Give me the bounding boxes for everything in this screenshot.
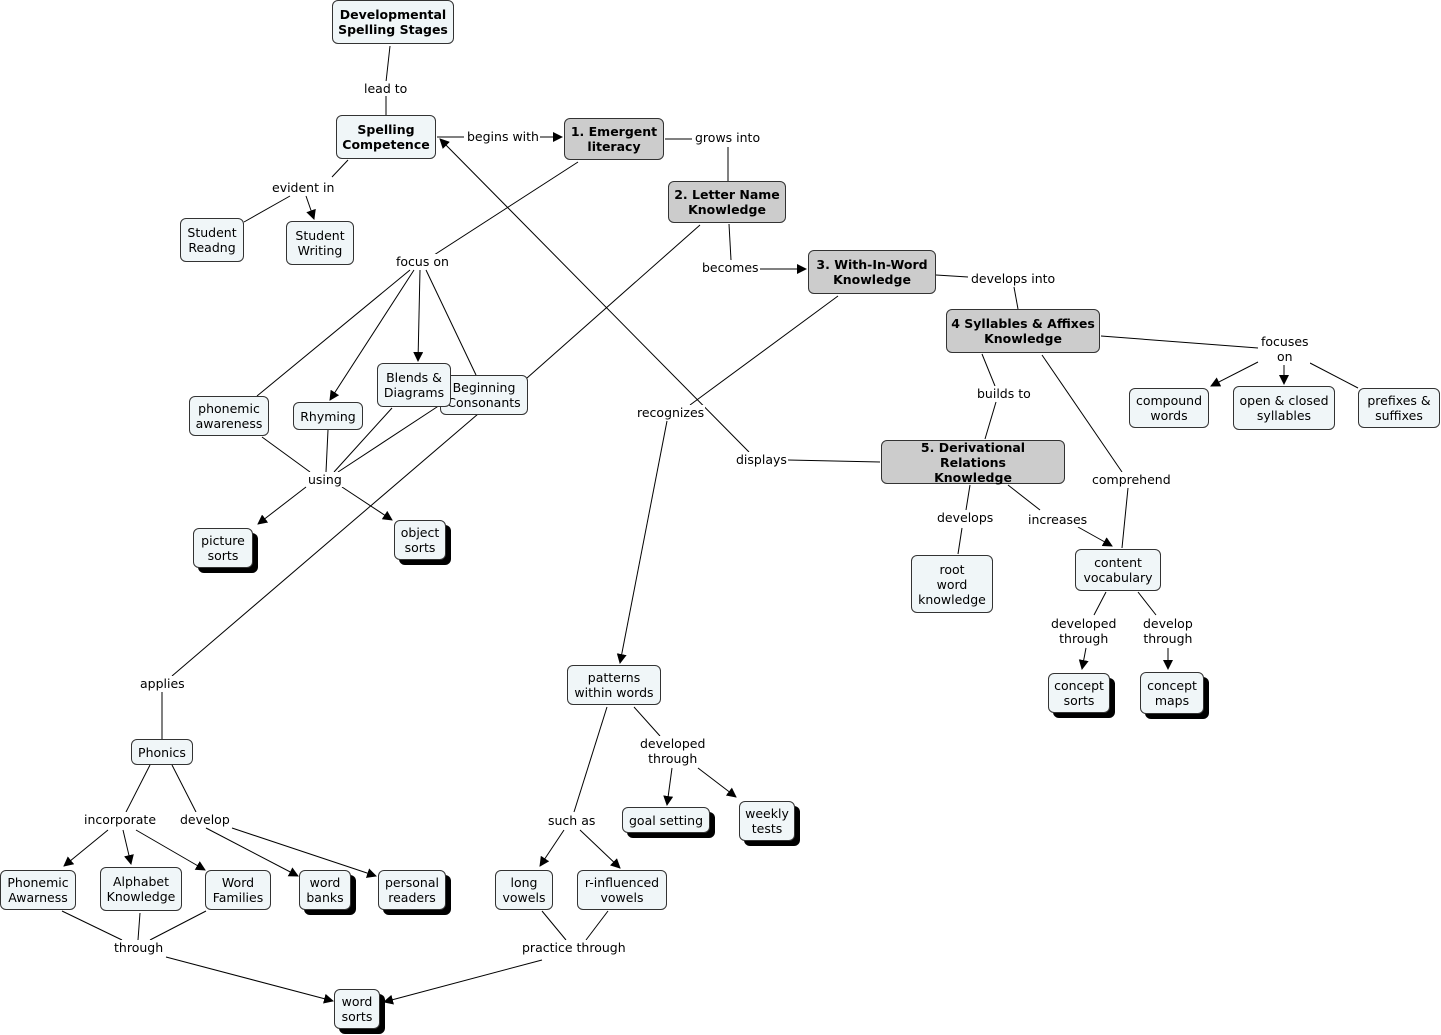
concept-alphabet-knowledge[interactable]: Alphabet Knowledge: [100, 867, 182, 911]
concept-word-families[interactable]: Word Families: [205, 870, 271, 910]
concept-word-banks[interactable]: word banks: [299, 870, 351, 910]
link-practice-through: practice through: [521, 940, 627, 955]
link-grows-into: grows into: [694, 130, 762, 145]
link-incorporate: incorporate: [83, 812, 158, 827]
link-focus-on: focus on: [395, 254, 450, 269]
concept-picture-sorts[interactable]: picture sorts: [193, 528, 253, 568]
concept-personal-readers[interactable]: personal readers: [378, 870, 446, 910]
link-focuses-on: focuses on: [1260, 334, 1310, 364]
concept-rhyming[interactable]: Rhyming: [293, 402, 363, 430]
concept-concept-sorts[interactable]: concept sorts: [1048, 673, 1110, 713]
link-evident-in: evident in: [271, 180, 336, 195]
concept-with-in-word-knowledge[interactable]: 3. With-In-Word Knowledge: [808, 250, 936, 294]
concept-phonemic-awareness[interactable]: phonemic awareness: [189, 396, 269, 436]
concept-content-vocabulary[interactable]: content vocabulary: [1075, 549, 1161, 591]
link-builds-to: builds to: [976, 386, 1032, 401]
link-develop-through: develop through: [1142, 616, 1194, 646]
link-using: using: [307, 472, 343, 487]
concept-object-sorts[interactable]: object sorts: [394, 520, 446, 560]
concept-phonics[interactable]: Phonics: [131, 739, 193, 765]
concept-goal-setting[interactable]: goal setting: [622, 807, 710, 833]
link-developed-through-vocab: developed through: [1050, 616, 1118, 646]
concept-developmental-spelling-stages[interactable]: Developmental Spelling Stages: [332, 0, 454, 44]
link-displays: displays: [735, 452, 788, 467]
concept-open-closed-syllables[interactable]: open & closed syllables: [1233, 386, 1335, 430]
concept-blends-diagrams[interactable]: Blends & Diagrams: [377, 363, 451, 407]
link-develops: develops: [936, 510, 995, 525]
link-increases: increases: [1027, 512, 1089, 527]
concept-root-word-knowledge[interactable]: root word knowledge: [911, 555, 993, 613]
concept-derivational-relations-knowledge[interactable]: 5. Derivational Relations Knowledge: [881, 440, 1065, 485]
concept-letter-name-knowledge[interactable]: 2. Letter Name Knowledge: [668, 181, 786, 223]
link-through: through: [113, 940, 165, 955]
link-develops-into: develops into: [970, 271, 1057, 286]
concept-prefixes-suffixes[interactable]: prefixes & suffixes: [1358, 388, 1440, 428]
concept-word-sorts[interactable]: word sorts: [334, 989, 380, 1029]
concept-weekly-tests[interactable]: weekly tests: [739, 801, 795, 841]
concept-emergent-literacy[interactable]: 1. Emergent literacy: [564, 118, 664, 160]
link-comprehend: comprehend: [1091, 472, 1172, 487]
concept-r-influenced-vowels[interactable]: r-influenced vowels: [577, 870, 667, 910]
concept-student-readng[interactable]: Student Readng: [180, 218, 244, 262]
link-lead-to: lead to: [363, 81, 409, 96]
link-becomes: becomes: [701, 260, 760, 275]
link-recognizes: recognizes: [636, 405, 706, 420]
concept-patterns-within-words[interactable]: patterns within words: [567, 665, 661, 705]
link-begins-with: begins with: [466, 129, 540, 144]
link-such-as: such as: [547, 813, 597, 828]
link-develop: develop: [179, 812, 231, 827]
concept-beginning-consonants[interactable]: Beginning Consonants: [440, 375, 528, 415]
concept-phonemic-awarness[interactable]: Phonemic Awarness: [0, 870, 76, 910]
link-applies: applies: [139, 676, 186, 691]
concept-student-writing[interactable]: Student Writing: [286, 221, 354, 265]
link-developed-through-patterns: developed through: [639, 736, 707, 766]
concept-long-vowels[interactable]: long vowels: [495, 870, 553, 910]
concept-compound-words[interactable]: compound words: [1129, 388, 1209, 428]
concept-spelling-competence[interactable]: Spelling Competence: [336, 115, 436, 159]
concept-concept-maps[interactable]: concept maps: [1140, 672, 1204, 714]
concept-syllables-affixes-knowledge[interactable]: 4 Syllables & Affixes Knowledge: [946, 309, 1100, 353]
